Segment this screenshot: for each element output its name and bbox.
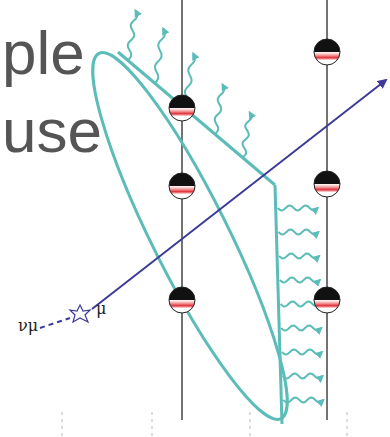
photon-arrow (279, 254, 319, 259)
photon-arrow (280, 278, 320, 283)
photon-arrow (283, 374, 323, 379)
particle-label: μ (96, 301, 106, 317)
grid-ticks (62, 412, 347, 437)
particle-label: νμ (18, 318, 38, 334)
cherenkov-cone (65, 36, 315, 435)
photon-arrow (282, 350, 322, 355)
photon-arrow (278, 206, 318, 211)
photon-arrow (281, 326, 321, 331)
photon-arrow (278, 230, 318, 235)
photon-arrow (155, 29, 165, 83)
optical-modules (169, 39, 340, 313)
photons (128, 11, 324, 403)
photon-arrow (215, 85, 225, 134)
photon-arrow (128, 11, 138, 60)
slide-text: ple (2, 22, 85, 84)
slide-text: use (2, 100, 102, 162)
photon-arrow (243, 113, 252, 158)
photon-arrow (283, 398, 323, 403)
detector-strings (182, 0, 327, 420)
